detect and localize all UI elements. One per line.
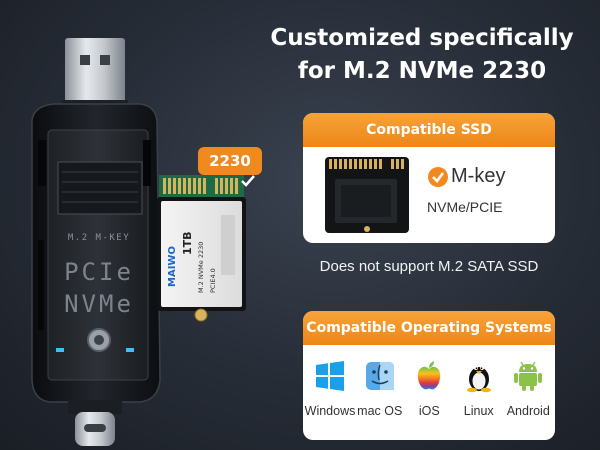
os-label: Linux: [463, 404, 494, 418]
nvme-ssd-image: [325, 157, 409, 233]
os-item-macos: mac OS: [355, 359, 405, 418]
check-circle-icon: [428, 166, 448, 187]
checkmark-icon: [241, 175, 255, 187]
os-item-ios: iOS: [405, 359, 455, 418]
os-item-linux: Linux: [454, 359, 504, 418]
usb-a-plug: [65, 38, 125, 106]
slot-label: M.2 M-KEY: [68, 233, 130, 243]
headline-line-1: Customized specifically: [270, 25, 574, 51]
os-item-android: Android: [504, 359, 554, 418]
key-type: M-key: [451, 165, 506, 187]
os-label: mac OS: [357, 404, 403, 418]
print-nvme: NVMe: [64, 290, 134, 318]
compatible-ssd-title: Compatible SSD: [303, 113, 555, 147]
headline: Customized specifically for M.2 NVMe 223…: [262, 22, 582, 88]
size-callout-badge: 2230: [198, 147, 262, 175]
headline-line-2: for M.2 NVMe 2230: [297, 58, 547, 84]
ssd-model: M.2 NVMe 2230: [197, 242, 205, 293]
os-item-windows: Windows: [305, 359, 355, 418]
ssd-card: MAIWO 1TB M.2 NVMe 2230 PCIE4.0: [157, 175, 246, 322]
compatible-ssd-panel: Compatible SSD M-key NVMe/PCIE: [303, 113, 555, 243]
ssd-capacity: 1TB: [181, 231, 194, 255]
interface-type: NVMe/PCIE: [427, 199, 503, 215]
compatible-os-panel: Compatible Operating Systems Windows mac…: [303, 311, 555, 440]
linux-tux-icon: [466, 366, 491, 393]
mkey-row: M-key: [427, 165, 505, 188]
compatible-os-title: Compatible Operating Systems: [303, 311, 555, 345]
sata-not-supported-note: Does not support M.2 SATA SSD: [319, 258, 539, 275]
enclosure-illustration: M.2 M-KEY PCIe NVMe MAIWO 1TB M.2 NVMe 2…: [31, 38, 246, 446]
windows-icon: [316, 361, 344, 391]
macos-icon: [365, 362, 394, 390]
ssd-pcie: PCIE4.0: [209, 268, 217, 293]
apple-icon: [418, 361, 441, 390]
os-label: iOS: [418, 404, 440, 418]
ssd-brand: MAIWO: [167, 246, 178, 287]
os-label: Android: [506, 404, 550, 418]
android-icon: [514, 361, 543, 391]
print-pcie: PCIe: [64, 258, 134, 286]
os-label: Windows: [304, 404, 356, 418]
